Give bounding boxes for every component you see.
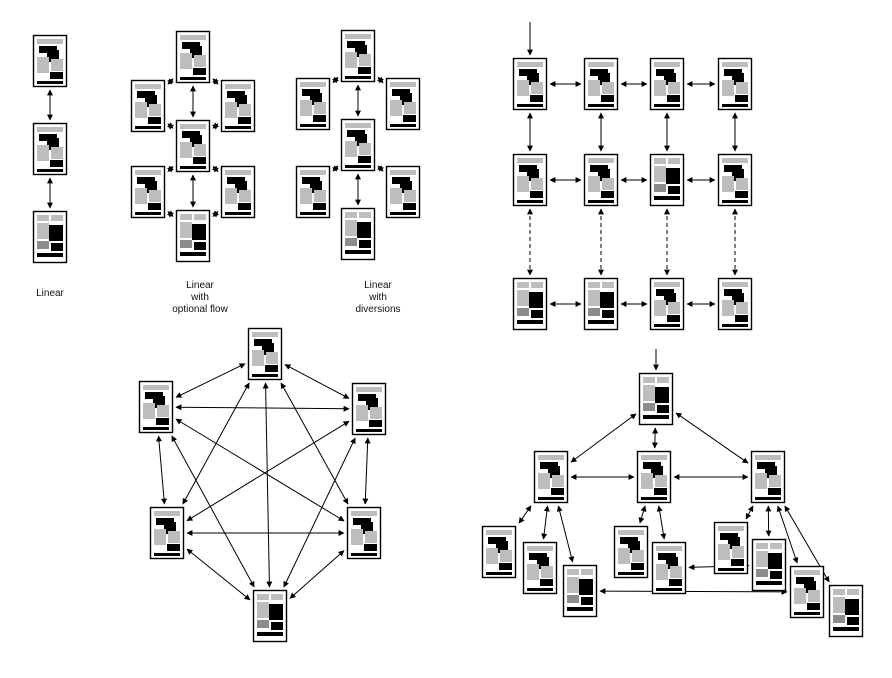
page-node-g23 (717, 277, 753, 331)
page-node-w3 (351, 382, 387, 436)
page-node-lin2 (32, 122, 68, 176)
link-12 (332, 76, 339, 84)
link-57 (518, 505, 532, 524)
page-node-h2 (636, 450, 672, 504)
page-node-h11 (481, 525, 517, 579)
page-node-g11 (583, 153, 619, 207)
link-8 (212, 165, 219, 173)
link-50 (289, 550, 345, 599)
page-node-g00 (512, 57, 548, 111)
page-node-g20 (512, 277, 548, 331)
link-36 (175, 363, 246, 398)
page-node-dv7 (340, 207, 376, 261)
page-node-w5 (346, 506, 382, 560)
page-node-h1 (533, 450, 569, 504)
link-5 (166, 122, 175, 130)
page-node-w6 (252, 589, 288, 643)
page-node-of5 (130, 165, 166, 219)
page-node-h21 (613, 525, 649, 579)
link-67 (599, 588, 788, 595)
page-node-of3 (220, 79, 256, 133)
link-61 (656, 505, 667, 540)
link-58 (541, 505, 550, 540)
link-10 (167, 210, 174, 218)
link-37 (284, 364, 350, 399)
page-node-g13 (717, 153, 753, 207)
page-node-h31 (713, 521, 749, 575)
page-node-of2 (130, 79, 166, 133)
page-node-g01 (583, 57, 619, 111)
page-node-h3 (750, 450, 786, 504)
page-node-dv5 (295, 165, 331, 219)
page-node-g03 (717, 57, 753, 111)
link-53 (651, 427, 659, 449)
link-13 (377, 76, 384, 84)
page-node-h32 (751, 538, 787, 592)
page-node-g22 (649, 277, 685, 331)
link-11 (212, 210, 219, 218)
link-15 (332, 165, 339, 172)
link-47 (283, 437, 356, 588)
page-node-w2 (138, 380, 174, 434)
page-node-dv2 (295, 77, 331, 131)
page-node-h22 (651, 541, 687, 595)
page-node-w1 (247, 327, 283, 381)
link-62 (745, 505, 754, 520)
page-node-w4 (149, 506, 185, 560)
page-node-g12 (649, 153, 685, 207)
link-7 (167, 165, 174, 173)
label-linear-optional-flow: Linear with optional flow (172, 280, 228, 315)
link-39 (280, 382, 349, 505)
label-linear-diversions: Linear with diversions (355, 280, 401, 315)
page-node-of7 (175, 209, 211, 263)
page-node-g02 (649, 57, 685, 111)
page-node-lin3 (32, 210, 68, 264)
link-2 (167, 78, 174, 85)
link-60 (638, 505, 647, 524)
link-16 (377, 165, 384, 172)
page-node-of4 (175, 119, 211, 173)
page-node-dv6 (385, 165, 421, 219)
page-node-of1 (175, 30, 211, 84)
link-54 (675, 412, 749, 464)
page-node-dv3 (385, 77, 421, 131)
link-41 (175, 404, 350, 412)
label-linear: Linear (36, 288, 64, 299)
link-59 (556, 505, 575, 563)
page-node-h34 (828, 584, 864, 638)
link-40 (262, 382, 273, 588)
page-node-h13 (562, 564, 598, 618)
page-node-h33 (789, 565, 825, 619)
link-3 (212, 78, 219, 85)
link-52 (570, 413, 637, 463)
page-node-h0 (638, 372, 674, 426)
page-node-g21 (583, 277, 619, 331)
page-node-g10 (512, 153, 548, 207)
page-node-lin1 (32, 34, 68, 88)
link-46 (362, 437, 371, 505)
page-node-dv4 (340, 118, 376, 172)
page-node-of6 (220, 165, 256, 219)
link-42 (156, 435, 167, 505)
link-49 (186, 548, 251, 601)
link-6 (211, 122, 220, 130)
page-node-dv1 (340, 29, 376, 83)
page-node-h12 (522, 541, 558, 595)
